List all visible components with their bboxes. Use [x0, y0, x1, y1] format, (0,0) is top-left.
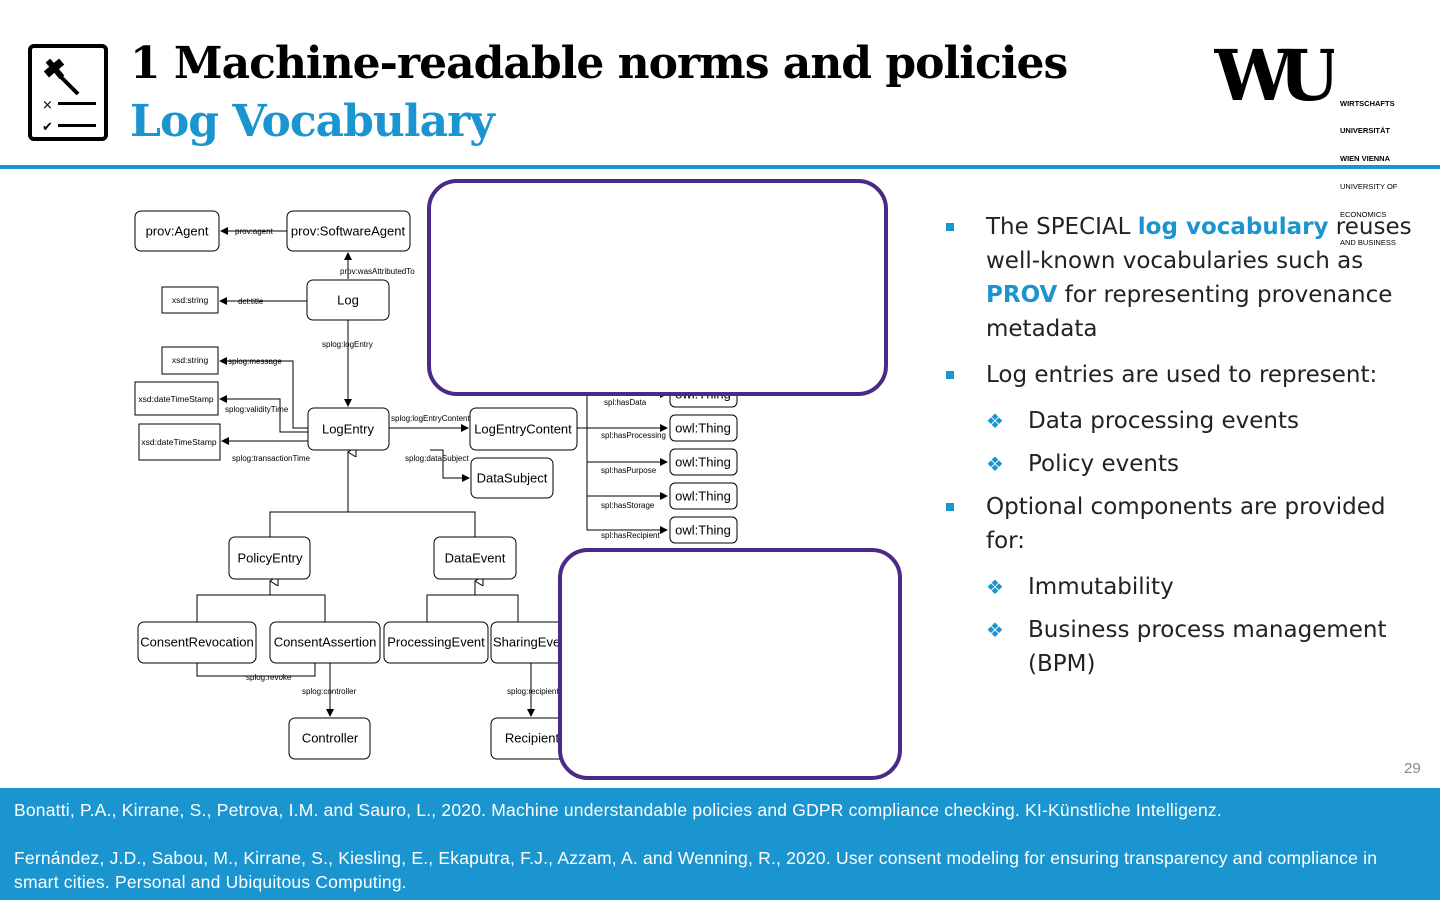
edge-label-splog-log-entry-content: splog:logEntryContent	[391, 414, 470, 423]
node-processing-event: ProcessingEvent	[383, 621, 489, 664]
checklist-gavel-icon: × ✔	[28, 44, 108, 141]
svg-text:Log: Log	[337, 293, 359, 308]
page-subtitle: Log Vocabulary	[130, 96, 495, 147]
highlight-log-vocabulary: log vocabulary	[1137, 214, 1329, 240]
node-policy-entry: PolicyEntry	[228, 536, 311, 580]
svg-text:ConsentRevocation: ConsentRevocation	[140, 635, 253, 650]
node-xsd-string-2: xsd:string	[161, 346, 219, 375]
node-xsd-datetimestamp-2: xsd:dateTimeStamp	[138, 423, 221, 461]
overlay-box-bottom	[558, 548, 902, 780]
edge-labels: prov:agent prov:wasAttributedTo dct:titl…	[225, 227, 666, 696]
bullet-optional-components: Optional components are provided for:	[944, 490, 1424, 558]
node-prov-agent: prov:Agent	[134, 210, 220, 252]
node-owl-thing-4: owl:Thing	[669, 482, 738, 510]
wu-letters-mark: WU	[1214, 42, 1334, 106]
diamond-bullet-icon: ❖	[986, 575, 1004, 599]
reference-bonatti: Bonatti, P.A., Kirrane, S., Petrova, I.M…	[14, 800, 1222, 820]
node-sharing-event: SharingEvent	[490, 621, 574, 664]
svg-text:LogEntryContent: LogEntryContent	[474, 422, 572, 437]
svg-text:✔: ✔	[42, 120, 53, 135]
log-vocabulary-diagram: prov:agent prov:wasAttributedTo dct:titl…	[128, 176, 918, 786]
edge-label-splog-message: splog:message	[228, 357, 282, 366]
svg-text:DataSubject: DataSubject	[477, 471, 548, 486]
edge-label-splog-log-entry: splog:logEntry	[322, 340, 373, 349]
node-consent-assertion: ConsentAssertion	[269, 621, 381, 664]
edge-label-dct-title: dct:title	[238, 297, 264, 306]
node-owl-thing-5: owl:Thing	[669, 516, 738, 544]
edge-label-splog-controller: splog:controller	[302, 687, 357, 696]
square-bullet-icon	[946, 371, 954, 379]
bullet-special-vocabulary: The SPECIAL log vocabulary reuses well-k…	[944, 210, 1424, 346]
bullet-log-entries: Log entries are used to represent:	[944, 358, 1424, 392]
svg-text:LogEntry: LogEntry	[322, 422, 375, 437]
edge-label-spl-has-recipient: spl:hasRecipient	[601, 531, 660, 540]
edge-label-spl-has-storage: spl:hasStorage	[601, 501, 655, 510]
svg-text:DataEvent: DataEvent	[445, 551, 506, 566]
svg-text:WU: WU	[1214, 42, 1334, 106]
diamond-bullet-icon: ❖	[986, 452, 1004, 476]
svg-text:owl:Thing: owl:Thing	[675, 489, 731, 504]
node-log-entry-content: LogEntryContent	[469, 407, 578, 451]
diamond-bullet-icon: ❖	[986, 618, 1004, 642]
sub-bullet-policy-events: ❖ Policy events	[944, 447, 1424, 481]
svg-text:xsd:string: xsd:string	[172, 355, 209, 365]
edge-label-prov-was-attributed-to: prov:wasAttributedTo	[340, 267, 415, 276]
sub-bullet-bpm: ❖ Business process management (BPM)	[944, 613, 1424, 681]
edge-label-spl-has-data: spl:hasData	[604, 398, 647, 407]
edge-label-splog-recipient: splog:recipient	[507, 687, 559, 696]
svg-text:ConsentAssertion: ConsentAssertion	[274, 635, 377, 650]
edge-label-splog-revoke: splog:revoke	[246, 673, 292, 682]
edge-label-splog-validity-time: splog:validityTime	[225, 405, 289, 414]
node-xsd-datetimestamp-1: xsd:dateTimeStamp	[134, 381, 219, 416]
node-recipient: Recipient	[490, 717, 574, 760]
node-xsd-string-1: xsd:string	[161, 286, 219, 314]
edge-label-spl-has-purpose: spl:hasPurpose	[601, 466, 657, 475]
square-bullet-icon	[946, 223, 954, 231]
square-bullet-icon	[946, 503, 954, 511]
diagram-svg: prov:agent prov:wasAttributedTo dct:titl…	[134, 179, 902, 780]
edge-label-splog-data-subject: splog:dataSubject	[405, 454, 469, 463]
svg-text:×: ×	[42, 98, 53, 113]
diagram-edges	[196, 227, 668, 717]
wu-logo-text: WIRTSCHAFTS UNIVERSITÄT WIEN VIENNA UNIV…	[1340, 98, 1398, 248]
highlight-prov: PROV	[986, 282, 1058, 308]
svg-text:prov:SoftwareAgent: prov:SoftwareAgent	[291, 224, 406, 239]
svg-text:Recipient: Recipient	[505, 731, 560, 746]
svg-text:xsd:string: xsd:string	[172, 295, 209, 305]
svg-text:owl:Thing: owl:Thing	[675, 455, 731, 470]
node-owl-thing-3: owl:Thing	[669, 448, 738, 476]
svg-text:PolicyEntry: PolicyEntry	[237, 551, 303, 566]
sub-bullet-data-processing: ❖ Data processing events	[944, 404, 1424, 438]
node-data-subject: DataSubject	[470, 457, 554, 499]
svg-text:ProcessingEvent: ProcessingEvent	[387, 635, 485, 650]
node-log: Log	[306, 279, 390, 321]
page-title: 1 Machine-readable norms and policies	[130, 38, 1068, 89]
node-data-event: DataEvent	[433, 536, 517, 580]
page-number: 29	[1404, 760, 1421, 777]
bullet-list: The SPECIAL log vocabulary reuses well-k…	[944, 210, 1424, 690]
svg-text:Controller: Controller	[302, 731, 359, 746]
edge-label-spl-has-processing: spl:hasProcessing	[601, 431, 666, 440]
svg-text:xsd:dateTimeStamp: xsd:dateTimeStamp	[138, 394, 214, 404]
overlay-box-top	[427, 179, 888, 396]
reference-fernandez: Fernández, J.D., Sabou, M., Kirrane, S.,…	[14, 848, 1378, 892]
node-owl-thing-2: owl:Thing	[669, 414, 738, 442]
edge-label-splog-transaction-time: splog:transactionTime	[232, 454, 311, 463]
edge-label-prov-agent: prov:agent	[235, 227, 274, 236]
svg-text:owl:Thing: owl:Thing	[675, 421, 731, 436]
references-footer	[0, 788, 1440, 900]
wu-logo: WU WIRTSCHAFTS UNIVERSITÄT WIEN VIENNA U…	[1214, 42, 1404, 247]
sub-bullet-immutability: ❖ Immutability	[944, 570, 1424, 604]
header-rule	[0, 165, 1440, 169]
node-controller: Controller	[288, 717, 371, 760]
node-log-entry: LogEntry	[307, 407, 390, 451]
diamond-bullet-icon: ❖	[986, 409, 1004, 433]
node-consent-revocation: ConsentRevocation	[137, 621, 257, 664]
svg-text:owl:Thing: owl:Thing	[675, 523, 731, 538]
svg-text:SharingEvent: SharingEvent	[493, 635, 571, 650]
svg-text:prov:Agent: prov:Agent	[146, 224, 209, 239]
node-prov-software-agent: prov:SoftwareAgent	[286, 210, 411, 252]
svg-text:xsd:dateTimeStamp: xsd:dateTimeStamp	[141, 437, 217, 447]
